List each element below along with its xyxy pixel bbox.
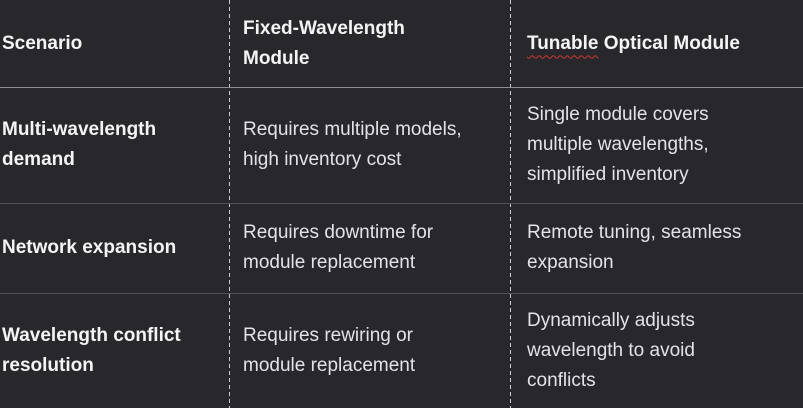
header-cell-scenario: Scenario	[2, 32, 83, 54]
cell-scenario-network-expansion: Network expansion	[2, 237, 177, 258]
header-label-rest: Optical Module	[598, 32, 740, 54]
cell-fixed-multi-wavelength-demand: Requires multiple models,high inventory …	[243, 119, 462, 170]
spellcheck-marked-word: Tunable	[527, 32, 599, 54]
header-label-tunable-optical-module: Tunable Optical Module	[527, 29, 793, 59]
header-cell-tunable-optical-module: Tunable Optical Module	[510, 0, 803, 87]
